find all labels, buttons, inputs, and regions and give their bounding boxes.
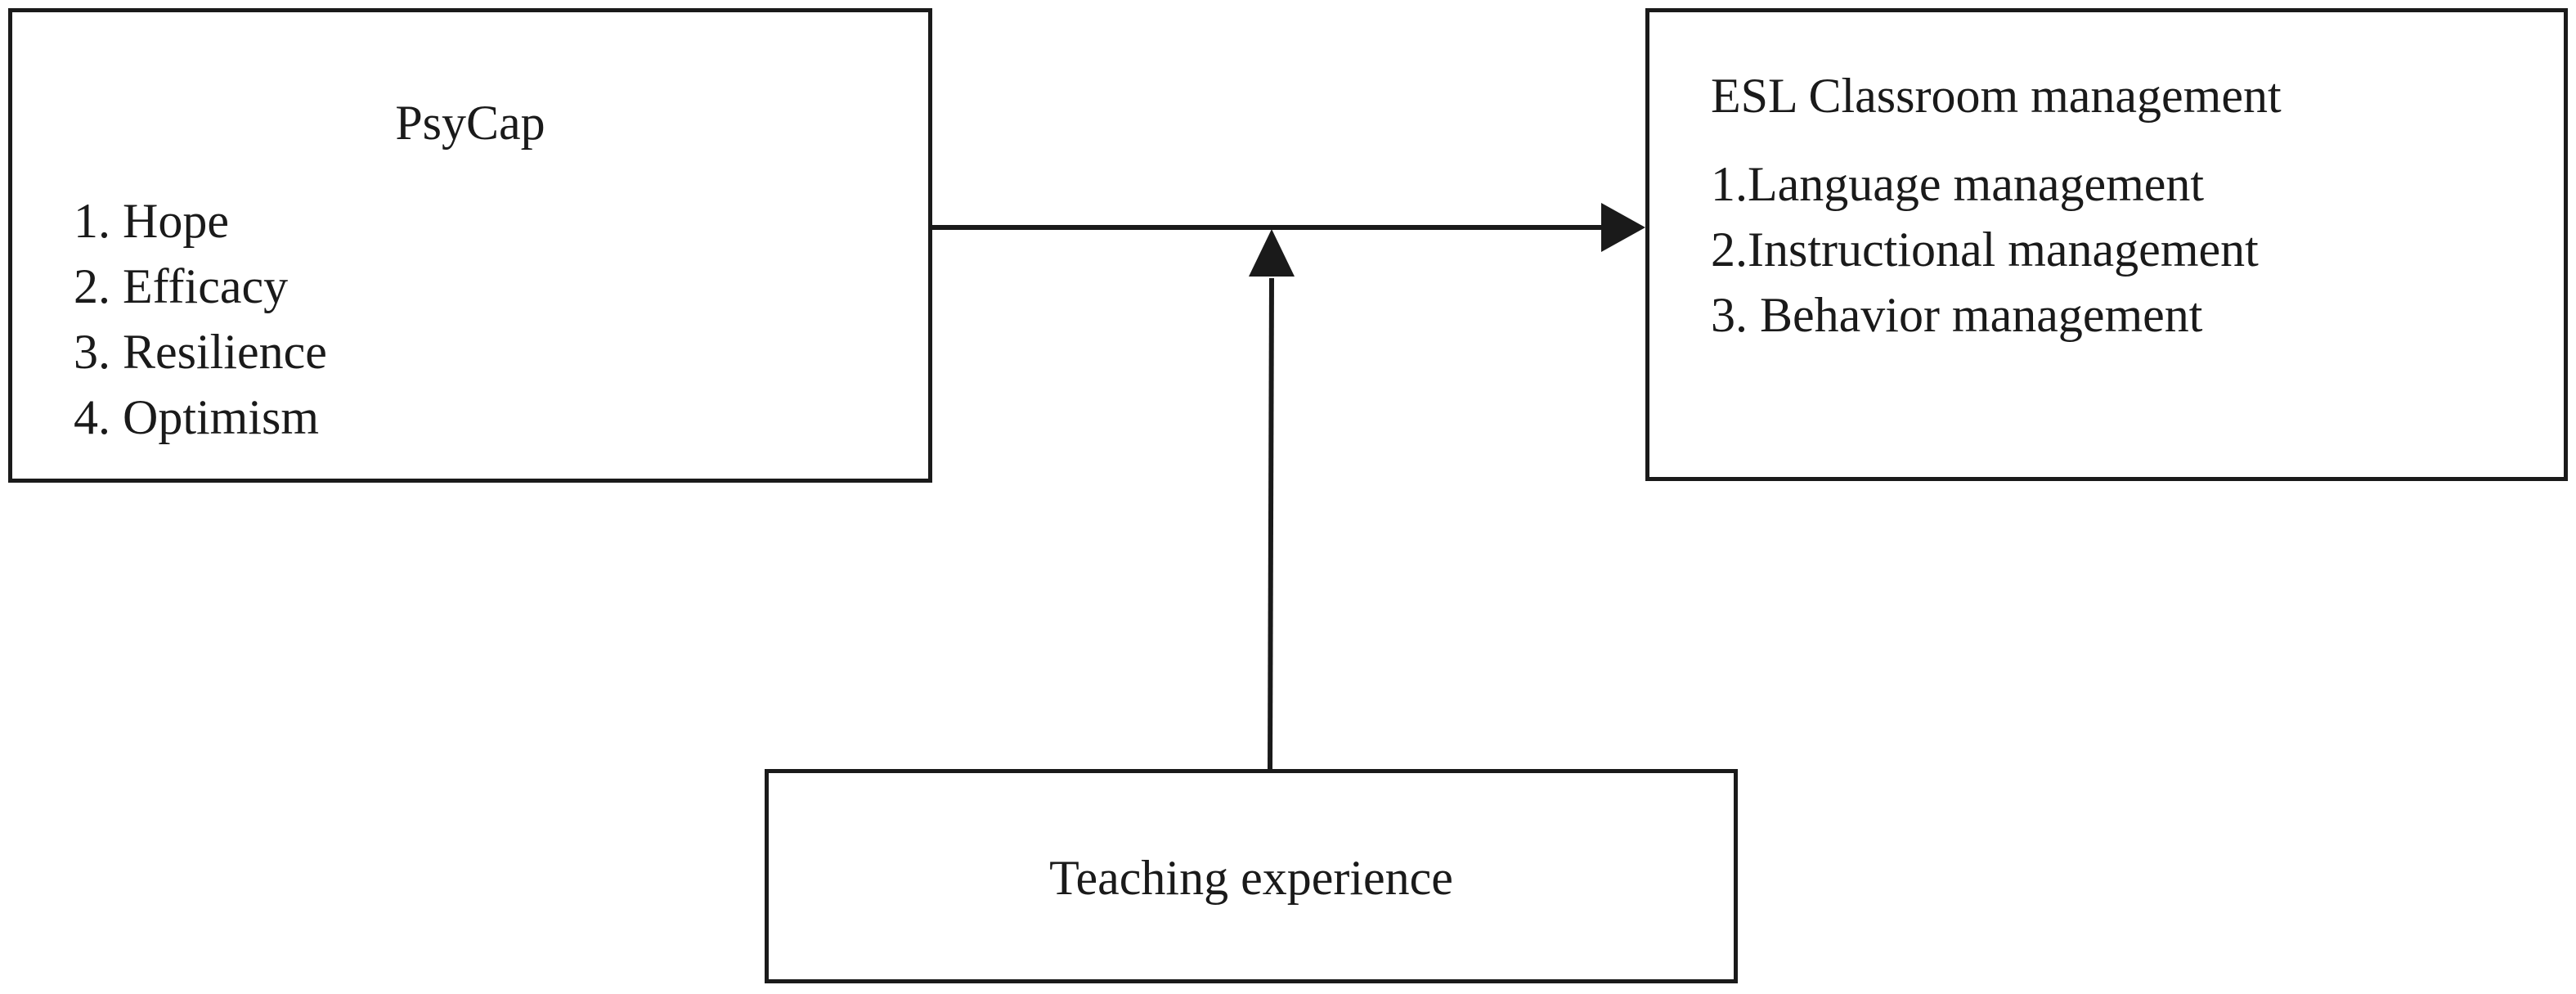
esl-item-behavior: 3. Behavior management xyxy=(1711,288,2203,342)
esl-list: 1.Language management 2.Instructional ma… xyxy=(1711,151,2259,348)
esl-item-language: 1.Language management xyxy=(1711,157,2205,211)
psycap-title: PsyCap xyxy=(395,96,545,150)
esl-title: ESL Classroom management xyxy=(1711,69,2282,123)
psycap-box: PsyCap 1. Hope 2. Efficacy 3. Resilience… xyxy=(8,8,932,483)
teaching-experience-label: Teaching experience xyxy=(1049,851,1453,905)
esl-item-instructional: 2.Instructional management xyxy=(1711,223,2259,277)
psycap-list: 1. Hope 2. Efficacy 3. Resilience 4. Opt… xyxy=(74,188,327,450)
arrowhead-up xyxy=(1249,229,1295,277)
esl-box: ESL Classroom management 1.Language mana… xyxy=(1645,8,2568,481)
psycap-item-hope: 1. Hope xyxy=(74,194,229,248)
arrow-moderator-to-path xyxy=(1268,277,1274,770)
psycap-item-optimism: 4. Optimism xyxy=(74,390,320,444)
psycap-item-resilience: 3. Resilience xyxy=(74,325,327,379)
psycap-item-efficacy: 2. Efficacy xyxy=(74,259,289,313)
teaching-experience-box: Teaching experience xyxy=(765,769,1738,983)
arrowhead-right xyxy=(1601,203,1645,252)
